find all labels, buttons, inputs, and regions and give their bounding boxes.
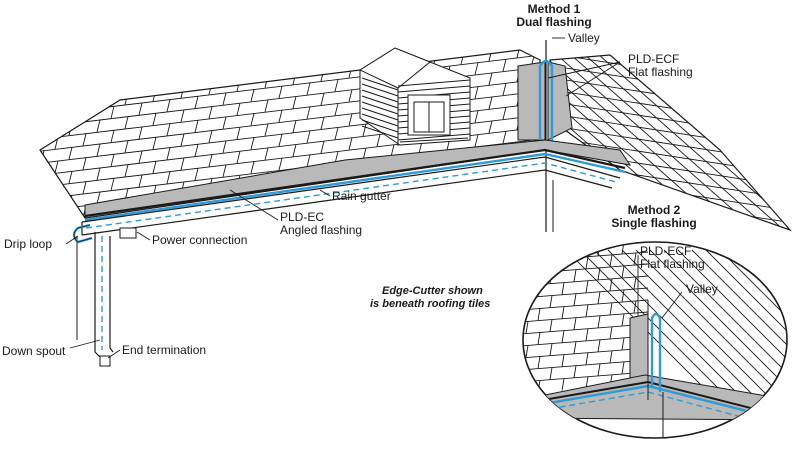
note-line-1: Edge-Cutter shown [382,285,483,297]
method2-subtitle: Single flashing [611,216,697,230]
rain-gutter [81,156,621,236]
dormer [358,47,471,146]
detail-valley-label: Valley [686,282,718,296]
note-line-2: is beneath roofing tiles [370,298,491,310]
down-spout [94,232,114,367]
method1-subtitle: Dual flashing [516,15,592,29]
method1-title: Method 1 [527,2,581,16]
method2-title: Method 2 [627,203,681,217]
detail-circle [522,241,788,439]
angled-flashing-label: Angled flashing [280,223,363,237]
detail-flat-flashing-label: Flat flashing [640,257,705,271]
end-termination-label: End termination [122,343,207,357]
leader-lines [65,37,683,359]
power-connection-box [119,227,137,239]
pld-ec-label: PLD-EC [280,210,325,224]
valley-flashing-method1 [517,40,573,232]
valley-label: Valley [568,31,600,45]
power-connection-label: Power connection [152,233,248,247]
drip-loop-label: Drip loop [4,237,53,251]
down-spout-label: Down spout [2,344,66,358]
drip-loop [72,223,93,244]
flat-flashing-label: Flat flashing [628,65,693,79]
pld-ecf-label: PLD-ECF [628,52,680,66]
gutter-flashing [84,139,632,222]
detail-pld-ecf-label: PLD-ECF [640,244,692,258]
rain-gutter-label: Rain gutter [332,189,391,203]
